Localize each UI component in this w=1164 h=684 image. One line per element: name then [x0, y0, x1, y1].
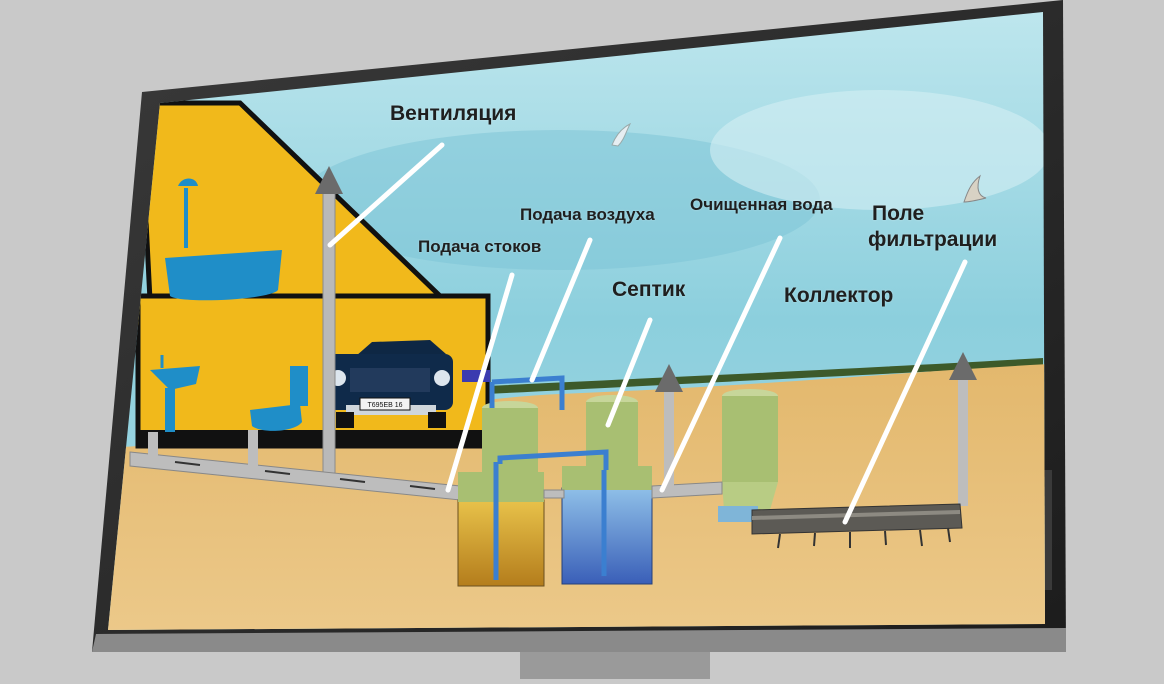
- label-sewage-supply: Подача стоков: [418, 237, 542, 256]
- gate-marker: [462, 370, 490, 382]
- tank-connector: [543, 489, 565, 499]
- grass-line: [450, 358, 1043, 396]
- car: Т695ЕВ 16: [328, 340, 453, 428]
- label-purified-water: Очищенная вода: [690, 195, 833, 214]
- air-pipes: [489, 375, 609, 580]
- toilet: [250, 404, 302, 431]
- septic-tank-2: [561, 395, 653, 585]
- label-filtration-field-line1: Поле: [872, 202, 925, 225]
- pointer-lines: [327, 142, 968, 525]
- monitor-chin: [92, 628, 1066, 652]
- car-plate: Т695ЕВ 16: [367, 402, 402, 409]
- bird-icon: [963, 174, 987, 203]
- label-air-supply: Подача воздуха: [520, 205, 655, 224]
- bird-icon: [611, 122, 632, 147]
- collector-tank: [718, 389, 778, 522]
- label-filtration-field-line2: фильтрации: [868, 228, 998, 251]
- shower-head-icon: [178, 178, 198, 186]
- sink: [150, 366, 200, 390]
- label-collector: Коллектор: [784, 284, 894, 307]
- label-septic: Септик: [612, 278, 686, 301]
- filtration-field: [751, 503, 963, 549]
- screen: Т695ЕВ 16: [108, 12, 1045, 630]
- bathtub: [165, 250, 282, 301]
- field-vent: [949, 352, 977, 506]
- septic-vent: [655, 364, 683, 490]
- label-ventilation: Вентиляция: [390, 102, 517, 125]
